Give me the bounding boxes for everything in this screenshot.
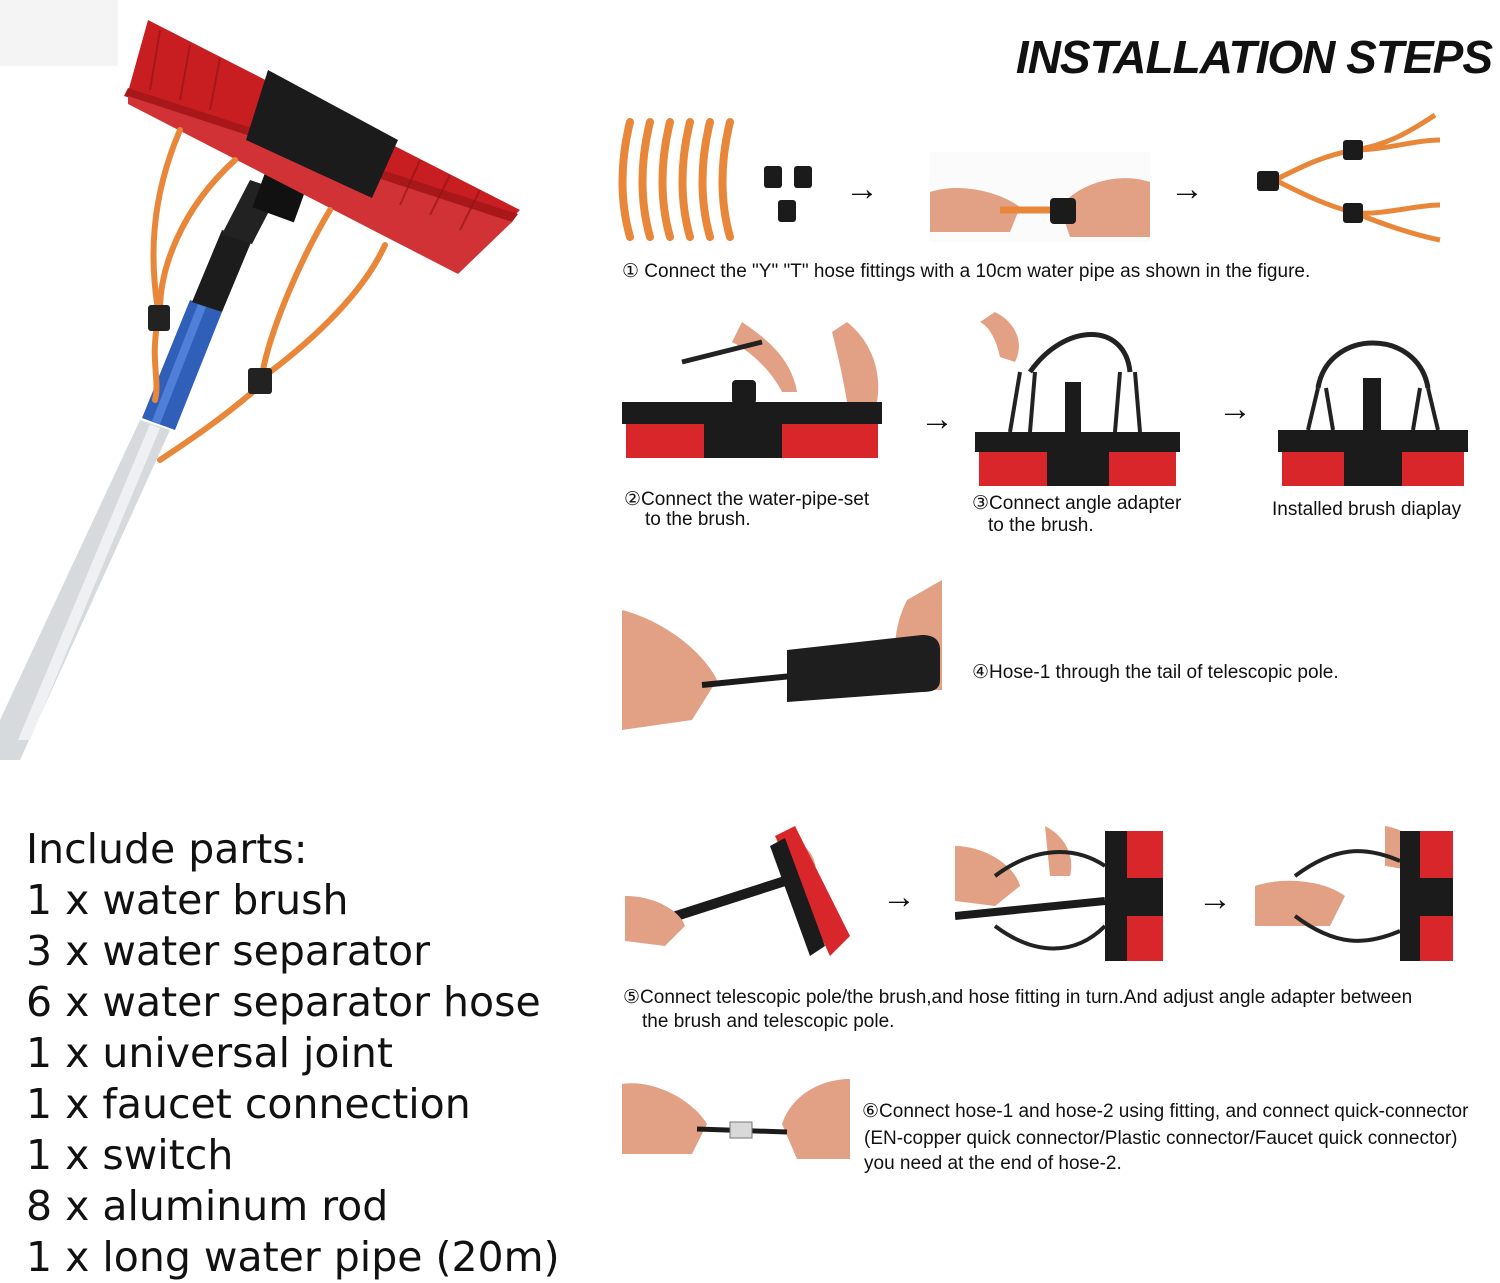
installed-caption: Installed brush diaplay	[1272, 499, 1462, 520]
parts-item: 3 x water separator	[26, 927, 430, 975]
step6-hose-connect-photo	[622, 1079, 850, 1159]
step1-fittings-photo	[764, 166, 812, 222]
step5-caption-line2: the brush and telescopic pole.	[642, 1011, 895, 1032]
step6-caption-line3: you need at the end of hose-2.	[864, 1153, 1122, 1174]
installed-brush-photo	[1278, 340, 1468, 486]
step2-arrow: →	[920, 400, 954, 438]
step4-pole-tail-photo	[622, 580, 942, 740]
step6-caption-line2: (EN-copper quick connector/Plastic conne…	[864, 1128, 1458, 1149]
step1-hoses-photo	[618, 118, 734, 241]
step5-photo-3	[1255, 826, 1453, 961]
parts-heading: Include parts:	[26, 825, 308, 873]
parts-item: 1 x switch	[26, 1131, 234, 1179]
step2-brush-photo	[622, 322, 882, 458]
included-parts-list: Include parts: 1 x water brush 3 x water…	[26, 824, 560, 1283]
step5-photo-2	[955, 826, 1163, 961]
step5-arrow-1: →	[882, 878, 916, 916]
step3-arrow: →	[1218, 390, 1252, 428]
step3-caption-line2: to the brush.	[988, 515, 1094, 536]
step5-caption-line1: ⑤Connect telescopic pole/the brush,and h…	[623, 987, 1413, 1008]
parts-item: 1 x long water pipe (20m)	[26, 1233, 560, 1281]
step5-photo-1	[625, 826, 850, 956]
parts-item: 6 x water separator hose	[26, 978, 541, 1026]
step1-hands-connecting-photo	[930, 152, 1150, 242]
product-water-brush-pole-illustration	[0, 0, 520, 760]
step3-caption-line1: ③Connect angle adapter	[972, 493, 1182, 514]
parts-item: 1 x universal joint	[26, 1029, 393, 1077]
step6-caption-line1: ⑥Connect hose-1 and hose-2 using fitting…	[862, 1101, 1469, 1122]
step5-arrow-2: →	[1198, 880, 1232, 918]
step1-caption: ① Connect the "Y" "T" hose fittings with…	[622, 261, 1311, 282]
step1-hose-set-photo	[1257, 112, 1441, 243]
step1-arrow-1: →	[845, 170, 879, 208]
step4-caption: ④Hose-1 through the tail of telescopic p…	[972, 662, 1339, 683]
step2-caption-line1: ②Connect the water-pipe-set	[624, 489, 870, 510]
parts-item: 1 x faucet connection	[26, 1080, 471, 1128]
parts-item: 1 x water brush	[26, 876, 349, 924]
step2-caption-line2: to the brush.	[645, 509, 751, 530]
parts-item: 8 x aluminum rod	[26, 1182, 389, 1230]
page-title: INSTALLATION STEPS	[1015, 31, 1493, 83]
step3-brush-photo	[975, 312, 1180, 486]
step1-arrow-2: →	[1170, 170, 1204, 208]
